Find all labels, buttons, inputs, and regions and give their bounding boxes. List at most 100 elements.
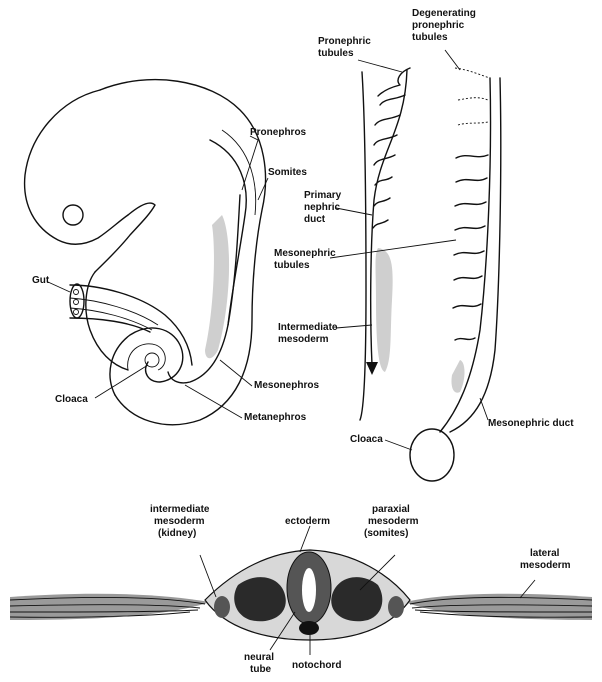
label-paraxial-line2: mesoderm	[368, 516, 419, 527]
cloaca-right-shape	[410, 429, 454, 481]
leader-pronephric-tubules	[358, 60, 402, 72]
label-gut: Gut	[32, 275, 50, 286]
label-notochord: notochord	[292, 660, 341, 671]
intermediate-mesoderm-left	[214, 596, 230, 618]
label-pronephric-tubules-line2: tubules	[318, 48, 354, 59]
label-lateral-mesoderm: lateral mesoderm	[520, 548, 571, 571]
mesonephric-tubule-6	[454, 276, 482, 280]
pharyngeal-arch	[95, 203, 155, 272]
leader-degenerating	[445, 50, 460, 70]
pronephric-tubule-4	[374, 135, 397, 145]
label-ectoderm: ectoderm	[285, 516, 330, 527]
body-outline-left	[360, 72, 366, 420]
pronephric-tubule-3	[375, 115, 400, 125]
label-mesonephros: Mesonephros	[254, 380, 319, 391]
pronephric-tubule-2	[380, 95, 405, 105]
gut-lumen-2	[74, 300, 79, 305]
mesonephric-tubule-2	[456, 178, 487, 182]
lateral-mesoderm-left	[10, 594, 210, 620]
label-lateral-line2: mesoderm	[520, 560, 571, 571]
label-pronephros: Pronephros	[250, 127, 307, 138]
label-primary-line2: nephric	[304, 202, 341, 213]
label-primary-line1: Primary	[304, 190, 342, 201]
somite-left	[234, 577, 286, 621]
label-mesonephric-tubules: Mesonephric tubules	[274, 248, 338, 271]
mesonephric-tubule-3	[455, 202, 486, 206]
label-degenerating-line1: Degenerating	[412, 8, 476, 19]
intermediate-mesoderm-shading	[376, 248, 393, 372]
label-pronephric-tubules: Pronephric tubules	[318, 36, 374, 59]
gut-cross-section	[70, 284, 84, 318]
mesonephric-duct-line	[440, 78, 491, 432]
leader-cloaca-left	[95, 365, 148, 398]
label-imk-line3: (kidney)	[158, 528, 196, 539]
leader-intermediate-top	[336, 325, 372, 328]
mesonephric-tubule-4	[455, 226, 485, 230]
label-somites: Somites	[268, 167, 307, 178]
label-paraxial-mesoderm: paraxial mesoderm (somites)	[364, 504, 421, 539]
eye-vesicle	[63, 205, 83, 225]
degenerating-tubule-3	[458, 122, 488, 125]
embryo-outline	[100, 80, 266, 425]
notochord-shape	[299, 621, 319, 635]
label-intermediate-top-line2: mesoderm	[278, 334, 329, 345]
leader-somites	[258, 178, 268, 200]
label-degenerating-line2: pronephric	[412, 20, 465, 31]
label-degenerating-pronephric-tubules: Degenerating pronephric tubules	[412, 8, 479, 43]
leader-pronephros	[242, 136, 258, 190]
label-primary-nephric-duct: Primary nephric duct	[304, 190, 344, 225]
pronephric-tubule-8	[373, 220, 388, 228]
degenerating-tubule-2	[458, 98, 488, 100]
label-cloaca-right: Cloaca	[350, 434, 383, 445]
cloaca-left-shape	[145, 353, 159, 367]
degenerating-tubule-1	[455, 68, 490, 78]
lateral-mesoderm-right	[405, 594, 592, 620]
metanephric-shading	[451, 360, 464, 393]
neural-canal	[302, 568, 316, 612]
leader-mesonephric-tubules	[330, 240, 456, 258]
pronephric-tubule-7	[374, 198, 390, 206]
label-primary-line3: duct	[304, 214, 326, 225]
neural-tube-line	[222, 130, 256, 215]
label-mesonephric-tubules-line1: Mesonephric	[274, 248, 336, 259]
label-intermediate-mesoderm-top: Intermediate mesoderm	[278, 322, 340, 345]
mesonephric-tubule-7	[453, 304, 481, 308]
gut-lumen-3	[74, 310, 79, 315]
gut-lumen-1	[74, 290, 79, 295]
label-degenerating-line3: tubules	[412, 32, 448, 43]
label-imk-line1: intermediate	[150, 504, 210, 515]
label-mesonephric-duct: Mesonephric duct	[488, 418, 574, 429]
somite-right	[331, 577, 382, 621]
mesonephric-tubule-1	[456, 155, 488, 158]
cross-section-diagram: intermediate mesoderm (kidney) ectoderm …	[10, 504, 592, 675]
embryo-tail	[110, 328, 183, 395]
label-pronephric-tubules-line1: Pronephric	[318, 36, 371, 47]
label-paraxial-line3: (somites)	[364, 528, 408, 539]
intermediate-mesoderm-right	[388, 596, 404, 618]
label-neural-line1: neural	[244, 652, 274, 663]
gut-tube-lower	[70, 318, 150, 332]
label-intermediate-mesoderm-kidney: intermediate mesoderm (kidney)	[150, 504, 212, 539]
label-cloaca-left: Cloaca	[55, 394, 88, 405]
leader-gut	[48, 282, 70, 292]
label-metanephros: Metanephros	[244, 412, 307, 423]
label-mesonephric-tubules-line2: tubules	[274, 260, 310, 271]
nephric-system-diagram: Pronephric tubules Degenerating pronephr…	[274, 8, 574, 481]
label-neural-tube: neural tube	[244, 652, 277, 675]
leader-cloaca-right	[385, 440, 412, 450]
leader-intermediate-kidney	[200, 555, 216, 597]
label-imk-line2: mesoderm	[154, 516, 205, 527]
label-neural-line2: tube	[250, 664, 272, 675]
nephric-duct-left	[168, 195, 240, 383]
label-intermediate-top-line1: Intermediate	[278, 322, 338, 333]
duct-arrowhead	[366, 362, 378, 375]
mesonephric-tubule-8	[455, 338, 475, 340]
leader-mesonephric-duct	[480, 398, 488, 420]
label-paraxial-line1: paraxial	[372, 504, 410, 515]
label-lateral-line1: lateral	[530, 548, 560, 559]
mesonephric-tubule-5	[454, 251, 484, 255]
leader-ectoderm	[300, 526, 310, 552]
embryo-head	[25, 90, 128, 244]
